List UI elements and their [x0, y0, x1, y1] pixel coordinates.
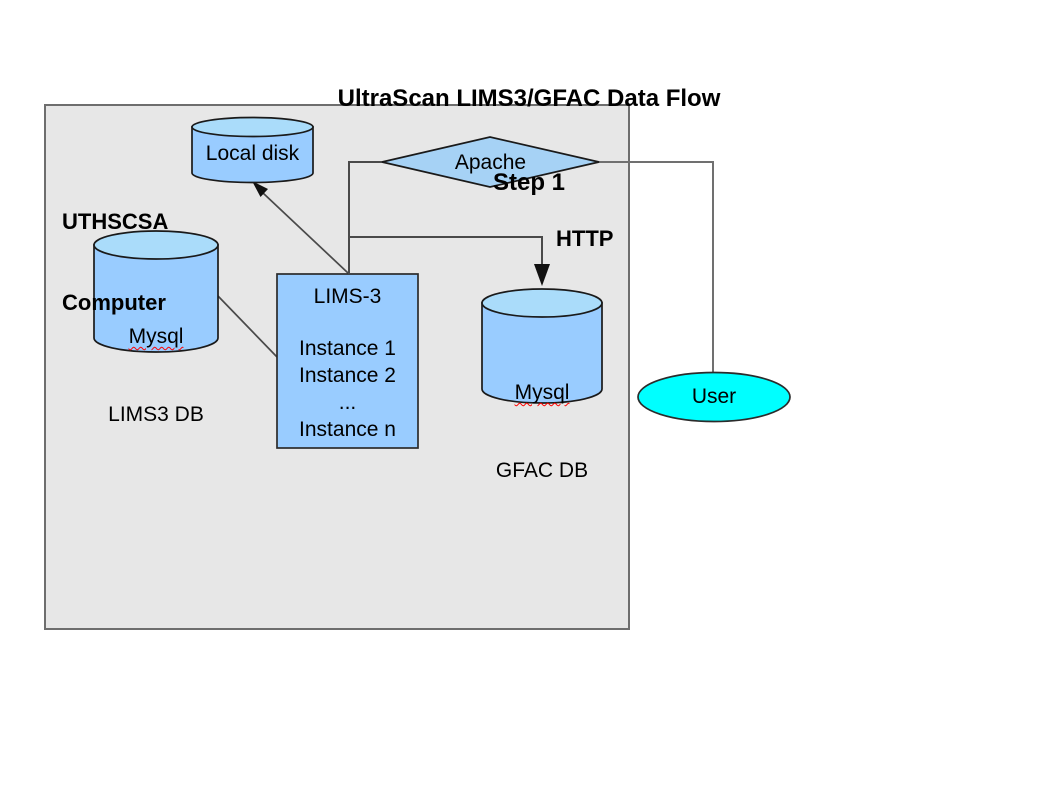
http-edge-label: HTTP	[556, 226, 614, 251]
user-label: User	[691, 385, 737, 408]
arrowhead-localdisk	[252, 181, 268, 197]
apache-diamond	[381, 136, 600, 188]
lims3db-label-db: LIMS3 DB	[108, 403, 204, 426]
uthscsa-computer-label: UTHSCSA Computer	[62, 154, 168, 370]
lims3-instance-2: Instance 2	[299, 364, 396, 387]
diagram-title-line1: UltraScan LIMS3/GFAC Data Flow	[337, 85, 721, 112]
arrowhead-gfacdb	[534, 264, 550, 286]
diagram-title-line2: Step 1	[492, 169, 566, 196]
connector-apache-to-user	[599, 161, 714, 372]
gfacdb-label-name: Mysql	[514, 381, 570, 404]
connector-lims3db-to-lims3	[217, 295, 278, 358]
local-disk-cylinder-top	[191, 116, 314, 138]
gfacdb-cylinder-top	[481, 288, 603, 318]
lims3db-cylinder-body	[93, 244, 219, 353]
gfacdb-cylinder-body	[481, 302, 603, 404]
lims3db-label: Mysql LIMS3 DB	[94, 272, 218, 480]
diagram-title: UltraScan LIMS3/GFAC Data Flow Step 1	[229, 29, 829, 253]
uthscsa-computer-label-line1: UTHSCSA	[62, 209, 169, 234]
local-disk-label: Local disk	[205, 142, 300, 165]
local-disk-cylinder-body	[191, 126, 314, 184]
lims3-box-title: LIMS-3	[313, 285, 382, 308]
user-ellipse	[637, 371, 791, 423]
lims3-instance-1: Instance 1	[299, 337, 396, 360]
gfacdb-label-db: GFAC DB	[495, 459, 589, 482]
apache-label: Apache	[454, 151, 527, 174]
lims3-box	[276, 273, 419, 449]
lims3db-label-name: Mysql	[128, 325, 184, 348]
connector-lims3-to-localdisk	[262, 192, 349, 274]
uthscsa-computer-label-line2: Computer	[62, 290, 166, 315]
lims3-instance-n: Instance n	[299, 418, 396, 441]
lims3-instance-ellipsis: ...	[338, 391, 357, 414]
gfacdb-label: Mysql GFAC DB	[482, 328, 602, 536]
lims3db-cylinder-top	[93, 230, 219, 260]
connector-http-to-gfacdb	[349, 236, 543, 265]
